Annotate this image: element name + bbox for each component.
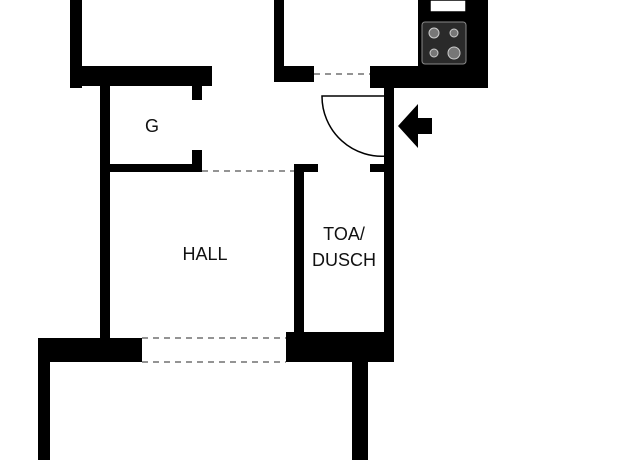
stove-icon bbox=[421, 21, 467, 65]
room-label-g: G bbox=[145, 116, 159, 136]
wall-g-bottom bbox=[100, 164, 202, 172]
entrance-arrow-icon bbox=[398, 104, 432, 148]
wall-bathroom-right bbox=[384, 156, 394, 360]
wall-entrance-right bbox=[384, 86, 394, 156]
wall-kitchen-left-foot bbox=[274, 66, 314, 82]
sink bbox=[429, 0, 467, 13]
wall-lower-room-left bbox=[38, 338, 50, 460]
room-label-toa-line1: TOA/ bbox=[323, 224, 365, 244]
entrance-door-swing bbox=[321, 95, 389, 158]
wall-lower-left-block bbox=[38, 338, 142, 362]
wall-upper-left-bottom bbox=[70, 66, 212, 86]
room-label-toa-line2: DUSCH bbox=[312, 250, 376, 270]
room-label-hall: HALL bbox=[182, 244, 227, 264]
wall-lower-right-block bbox=[286, 332, 394, 362]
wall-kitchen-left bbox=[274, 0, 284, 82]
wall-kitchen-right bbox=[470, 0, 488, 88]
wall-g-left bbox=[100, 86, 110, 342]
wall-bathroom-top-left bbox=[294, 164, 318, 172]
wall-bathroom-top-right bbox=[370, 164, 394, 172]
wall-lower-room-right bbox=[352, 360, 368, 460]
wall-kitchen-right-foot bbox=[370, 66, 488, 88]
wall-g-top-right bbox=[192, 86, 202, 100]
wall-bathroom-left bbox=[294, 164, 304, 346]
wall-g-bottom-right bbox=[192, 150, 202, 172]
